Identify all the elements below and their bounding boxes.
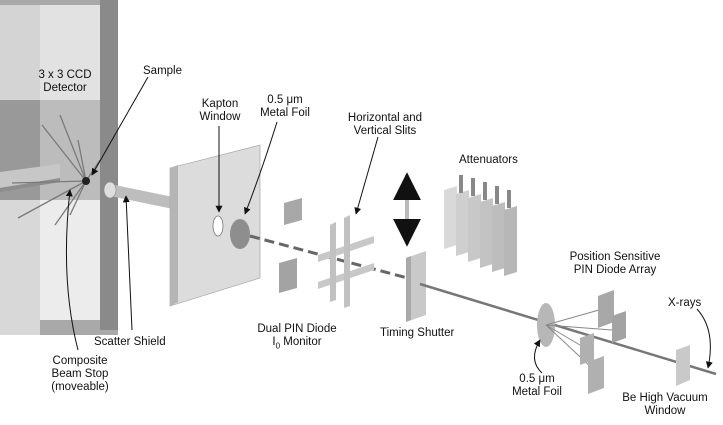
scatter-rays <box>11 114 101 226</box>
label-slits: Horizontal and Vertical Slits <box>335 112 435 138</box>
timing-shutter-blade <box>406 251 426 322</box>
leader-slits <box>354 136 379 215</box>
label-dual-pin-subscript: 0 <box>275 341 281 351</box>
beam-solid <box>419 282 717 376</box>
scatter-shield-cylinder <box>103 181 178 210</box>
leader-scatter-shield <box>122 195 133 331</box>
label-kapton-line1: Kapton <box>201 98 239 110</box>
label-foil-bottom-line2: Metal Foil <box>512 386 562 398</box>
label-slits-line2: Vertical Slits <box>353 125 417 137</box>
ccd-detector-panel <box>0 0 118 335</box>
label-timing-shutter: Timing Shutter <box>380 327 455 339</box>
label-sample: Sample <box>143 65 182 77</box>
label-ccd-detector: 3 x 3 CCD Detector <box>25 69 105 95</box>
label-be-window: Be High Vacuum Window <box>610 392 720 418</box>
label-beam-stop-line2: Beam Stop <box>51 368 109 380</box>
dual-pin-diode-plates <box>279 198 302 293</box>
label-ccd-detector-line1: 3 x 3 CCD <box>38 69 92 81</box>
label-psd-line2: PIN Diode Array <box>573 264 657 276</box>
label-foil-top-line1: 0.5 μm <box>267 94 303 106</box>
label-foil-bottom-line1: 0.5 μm <box>519 373 555 385</box>
slit-blades <box>318 215 374 308</box>
label-xrays: X-rays <box>668 297 702 309</box>
label-psd-line1: Position Sensitive <box>569 251 661 263</box>
leader-sample <box>91 76 149 176</box>
sample-dot <box>82 177 90 185</box>
label-dual-pin-monitor: Monitor <box>280 336 322 348</box>
be-window-plate <box>676 345 690 386</box>
label-metal-foil-top: 0.5 μm Metal Foil <box>245 94 325 120</box>
attenuator-stack <box>444 175 517 276</box>
metal-foil-disc-top <box>230 219 250 249</box>
label-position-sensitive: Position Sensitive PIN Diode Array <box>555 251 675 277</box>
pin-array-plates <box>580 290 626 394</box>
label-dual-pin-i: I <box>272 336 276 348</box>
leader-foil-bottom <box>533 339 543 374</box>
label-kapton-window: Kapton Window <box>185 98 255 124</box>
label-kapton-line2: Window <box>199 111 241 123</box>
label-dual-pin-line1: Dual PIN Diode <box>257 323 337 335</box>
label-foil-top-line2: Metal Foil <box>260 107 310 119</box>
label-dual-pin-line2: I0 Monitor <box>242 336 352 352</box>
label-slits-line1: Horizontal and <box>347 112 423 124</box>
label-beam-stop-line3: (moveable) <box>51 381 109 393</box>
label-scatter-shield: Scatter Shield <box>94 336 166 348</box>
label-attenuators: Attenuators <box>459 154 518 166</box>
label-dual-pin: Dual PIN Diode I0 Monitor <box>242 323 352 352</box>
label-metal-foil-bottom: 0.5 μm Metal Foil <box>497 373 577 399</box>
label-beam-stop-line1: Composite <box>52 355 108 367</box>
label-be-window-line1: Be High Vacuum <box>622 392 708 404</box>
leader-xrays <box>696 308 713 369</box>
leader-foil-top <box>244 121 278 215</box>
label-beam-stop: Composite Beam Stop (moveable) <box>40 355 120 394</box>
beam-dashed <box>249 234 416 282</box>
label-ccd-detector-line2: Detector <box>43 82 87 94</box>
leader-beam-stop <box>65 189 79 351</box>
kapton-window-plate <box>169 144 261 307</box>
label-be-window-line2: Window <box>644 405 686 417</box>
